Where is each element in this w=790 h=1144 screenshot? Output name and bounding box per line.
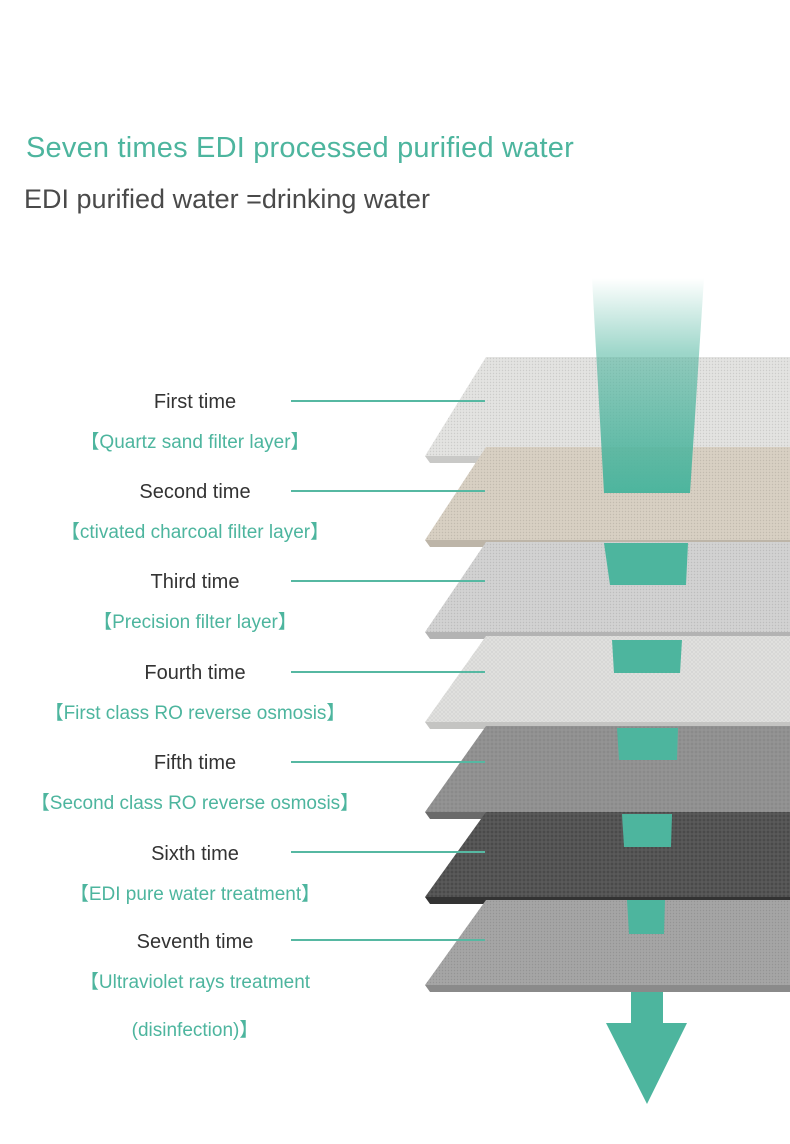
stage-2-leader-line bbox=[291, 490, 485, 492]
page-subtitle: EDI purified water =drinking water bbox=[24, 184, 430, 214]
stage-1-leader-line bbox=[291, 400, 485, 402]
water-segment-5 bbox=[617, 728, 678, 760]
stage-6-leader-line bbox=[291, 851, 485, 853]
stage-5-leader-line bbox=[291, 761, 485, 763]
stage-5-label: Fifth time bbox=[153, 752, 237, 774]
filter-layer-7 bbox=[425, 900, 790, 992]
down-arrow-icon bbox=[606, 992, 687, 1104]
stage-4-label: Fourth time bbox=[144, 662, 246, 684]
stage-3-leader-line bbox=[291, 580, 485, 582]
page-title: Seven times EDI processed purified water bbox=[26, 132, 574, 164]
stage-4-leader-line bbox=[291, 671, 485, 673]
stage-3-description: 【Precision filter layer】 bbox=[93, 612, 297, 633]
filter-layer-2 bbox=[425, 447, 790, 547]
stage-2-description: 【ctivated charcoal filter layer】 bbox=[60, 522, 330, 543]
filter-layer-3 bbox=[425, 542, 790, 639]
water-beam bbox=[592, 278, 704, 493]
filter-layer-5 bbox=[425, 726, 790, 819]
stage-2-label: Second time bbox=[139, 481, 251, 503]
water-segment-3 bbox=[604, 543, 688, 585]
stage-7-label: Seventh time bbox=[136, 931, 254, 953]
stage-6-label: Sixth time bbox=[151, 843, 239, 865]
stage-3-label: Third time bbox=[150, 571, 240, 593]
stage-7-description-line2: (disinfection)】 bbox=[131, 1020, 259, 1041]
water-segment-6 bbox=[622, 814, 672, 847]
water-segment-7 bbox=[627, 900, 665, 934]
water-flow bbox=[592, 278, 704, 1104]
stage-1-description: 【Quartz sand filter layer】 bbox=[80, 432, 310, 453]
water-segment-4 bbox=[612, 640, 682, 673]
stage-7-leader-line bbox=[291, 939, 485, 941]
stage-1-label: First time bbox=[153, 391, 237, 413]
stage-7-description: 【Ultraviolet rays treatment bbox=[79, 972, 311, 993]
stage-6-description: 【EDI pure water treatment】 bbox=[69, 884, 321, 905]
filter-layer-6 bbox=[425, 812, 790, 904]
stage-4-description: 【First class RO reverse osmosis】 bbox=[44, 703, 346, 724]
filter-layer-4 bbox=[425, 636, 790, 729]
stage-5-description: 【Second class RO reverse osmosis】 bbox=[30, 793, 360, 814]
